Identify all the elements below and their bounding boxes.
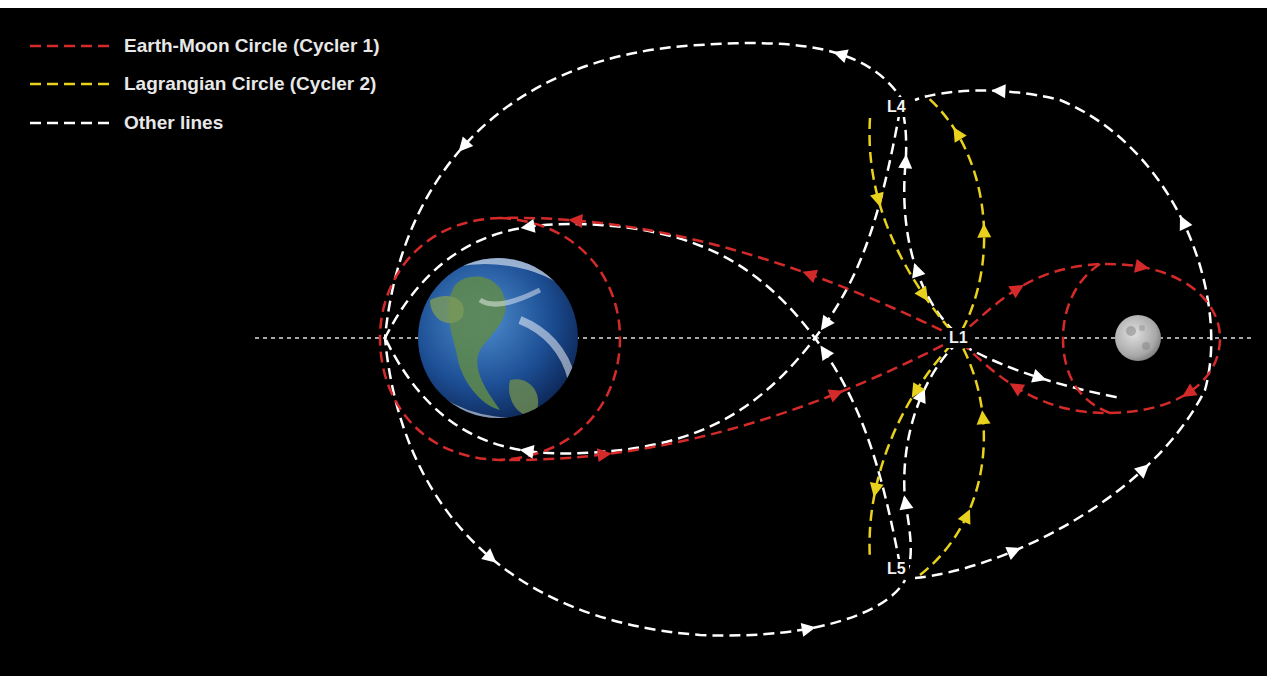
legend-swatch bbox=[30, 41, 110, 51]
legend-swatch bbox=[30, 79, 110, 89]
arrowhead bbox=[1174, 212, 1193, 231]
legend-row: Earth-Moon Circle (Cycler 1) bbox=[30, 35, 380, 57]
arrowhead bbox=[991, 84, 1006, 99]
arrowhead bbox=[898, 154, 913, 169]
arrowhead bbox=[1006, 377, 1025, 396]
lagrangian-cycler-line bbox=[925, 95, 984, 330]
other-orbit-line bbox=[385, 224, 900, 565]
other-orbit-line bbox=[904, 345, 955, 575]
lagrangian-cycler-line bbox=[920, 346, 984, 575]
arrowhead bbox=[1134, 259, 1150, 275]
arrowhead bbox=[947, 124, 966, 143]
earth bbox=[418, 258, 578, 421]
legend-text: Lagrangian Circle (Cycler 2) bbox=[124, 73, 376, 95]
other-orbit-line bbox=[962, 345, 1120, 398]
arrowhead bbox=[828, 384, 846, 402]
earth-moon-cycler-line bbox=[380, 218, 957, 460]
arrowhead bbox=[914, 286, 933, 305]
arrowhead bbox=[870, 192, 887, 209]
moon bbox=[1115, 315, 1161, 361]
legend-row: Lagrangian Circle (Cycler 2) bbox=[30, 73, 376, 95]
arrowhead bbox=[453, 137, 473, 157]
arrowhead bbox=[568, 213, 583, 228]
legend-row: Other lines bbox=[30, 112, 223, 134]
earth-moon-cycler-line bbox=[500, 218, 620, 460]
other-orbit-line bbox=[385, 43, 905, 635]
arrowhead bbox=[519, 443, 535, 459]
arrowhead bbox=[1031, 369, 1049, 387]
axis-line bbox=[255, 337, 1252, 339]
arrowhead bbox=[1134, 459, 1154, 479]
legend-text: Earth-Moon Circle (Cycler 1) bbox=[124, 35, 380, 57]
lagrangian-cycler-line bbox=[870, 344, 952, 560]
arrowhead bbox=[831, 45, 849, 63]
legend-swatch bbox=[30, 118, 110, 128]
top-strip bbox=[0, 0, 1267, 8]
lagrange-point-label: L5 bbox=[884, 559, 909, 579]
other-orbit-line bbox=[385, 110, 900, 453]
arrowhead bbox=[800, 265, 818, 283]
arrowhead bbox=[815, 342, 834, 361]
arrowhead bbox=[481, 548, 501, 568]
arrowhead bbox=[958, 506, 977, 525]
arrowhead bbox=[977, 223, 991, 237]
lagrangian-cycler-line bbox=[870, 118, 952, 332]
arrowhead bbox=[1008, 279, 1027, 298]
arrowhead bbox=[975, 409, 990, 424]
earth-moon-cycler-line bbox=[957, 264, 1220, 413]
arrowhead bbox=[1178, 383, 1197, 402]
arrowhead bbox=[815, 315, 835, 335]
arrowhead bbox=[597, 446, 613, 462]
other-orbit-line bbox=[915, 91, 1211, 578]
arrowhead bbox=[520, 219, 536, 235]
lagrange-point-label: L4 bbox=[884, 97, 909, 117]
lagrange-point-label: L1 bbox=[946, 328, 971, 348]
legend-text: Other lines bbox=[124, 112, 223, 134]
arrowhead bbox=[867, 482, 884, 499]
arrowhead bbox=[897, 494, 913, 510]
other-orbit-line bbox=[900, 102, 955, 332]
earth-moon-cycler-line bbox=[1063, 264, 1110, 413]
arrowhead bbox=[908, 261, 926, 279]
arrowhead bbox=[1005, 542, 1023, 560]
arrowhead bbox=[801, 620, 817, 636]
arrowhead bbox=[906, 382, 925, 401]
